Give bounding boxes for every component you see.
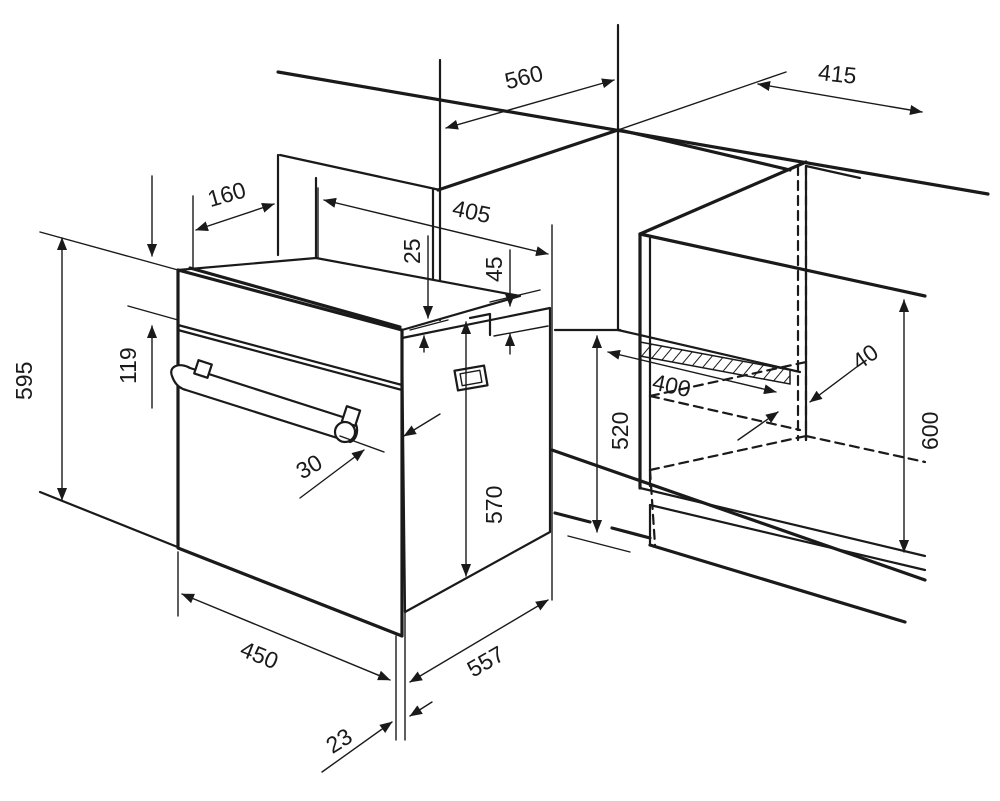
dim-595-label: 595 xyxy=(11,362,37,400)
dim-160-label: 160 xyxy=(205,177,249,213)
dim-23-label: 23 xyxy=(321,723,356,759)
dimension-lines xyxy=(39,71,923,773)
dim-600-label: 600 xyxy=(917,412,943,450)
dim-45-label: 45 xyxy=(481,256,507,282)
dim-450-label: 450 xyxy=(237,636,282,674)
dim-415-label: 415 xyxy=(817,59,858,89)
dim-560-label: 560 xyxy=(502,60,546,95)
dim-570-label: 570 xyxy=(481,486,507,524)
dim-119-label: 119 xyxy=(115,347,141,384)
dim-405-label: 405 xyxy=(450,195,493,228)
dim-25-label: 25 xyxy=(399,238,425,264)
dimension-labels: 560 415 160 405 25 45 595 119 30 570 520… xyxy=(11,59,943,758)
dim-520-label: 520 xyxy=(607,412,633,450)
oven-body xyxy=(170,256,552,638)
